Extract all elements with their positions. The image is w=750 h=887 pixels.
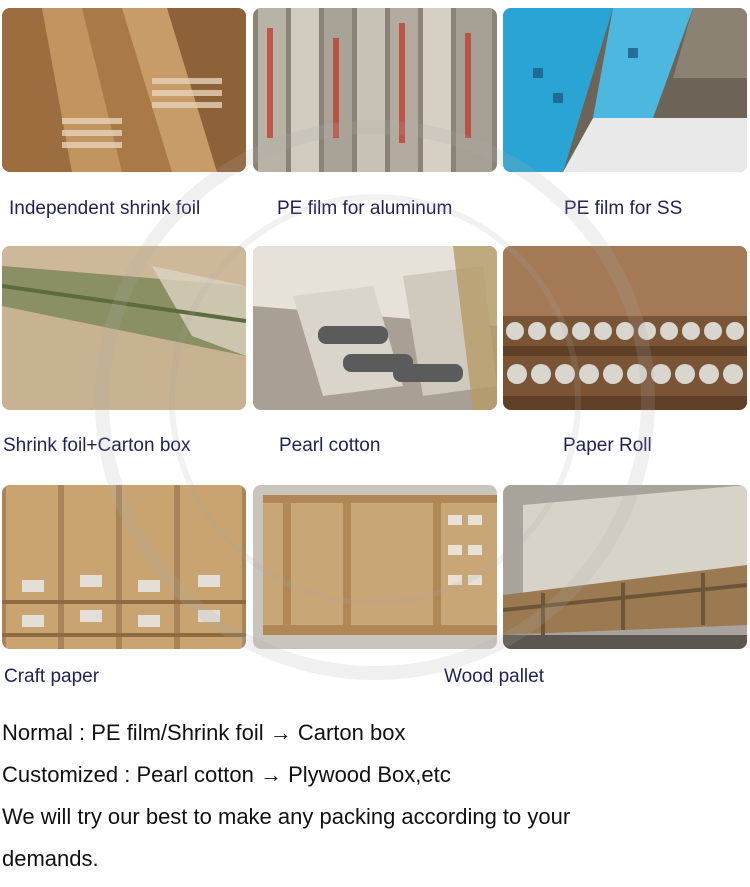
photo-wood-pallet-2 bbox=[503, 485, 747, 649]
caption-paper-roll: Paper Roll bbox=[563, 435, 652, 456]
caption-craft-paper: Craft paper bbox=[4, 666, 100, 687]
photo-pearl-cotton bbox=[253, 246, 497, 410]
caption-shrink-foil-carton: Shrink foil+Carton box bbox=[3, 435, 191, 456]
note-customized: Customized : Pearl cotton → Plywood Box,… bbox=[2, 762, 451, 787]
photo-paper-roll bbox=[503, 246, 747, 410]
note-line3: We will try our best to make any packing… bbox=[2, 804, 571, 829]
photo-wood-pallet-1 bbox=[253, 485, 497, 649]
photo-shrink-foil-carton bbox=[2, 246, 246, 410]
photo-pe-film-ss bbox=[503, 8, 747, 172]
note-line4: demands. bbox=[2, 846, 99, 871]
photo-independent-shrink-foil bbox=[2, 8, 246, 172]
caption-pearl-cotton: Pearl cotton bbox=[279, 435, 381, 456]
photo-pe-film-aluminum bbox=[253, 8, 497, 172]
caption-pe-film-ss: PE film for SS bbox=[564, 198, 683, 219]
caption-independent-shrink-foil: Independent shrink foil bbox=[9, 198, 201, 219]
note-normal: Normal : PE film/Shrink foil → Carton bo… bbox=[2, 720, 406, 745]
caption-wood-pallet: Wood pallet bbox=[444, 666, 544, 687]
photo-craft-paper bbox=[2, 485, 246, 649]
caption-pe-film-aluminum: PE film for aluminum bbox=[277, 198, 453, 219]
